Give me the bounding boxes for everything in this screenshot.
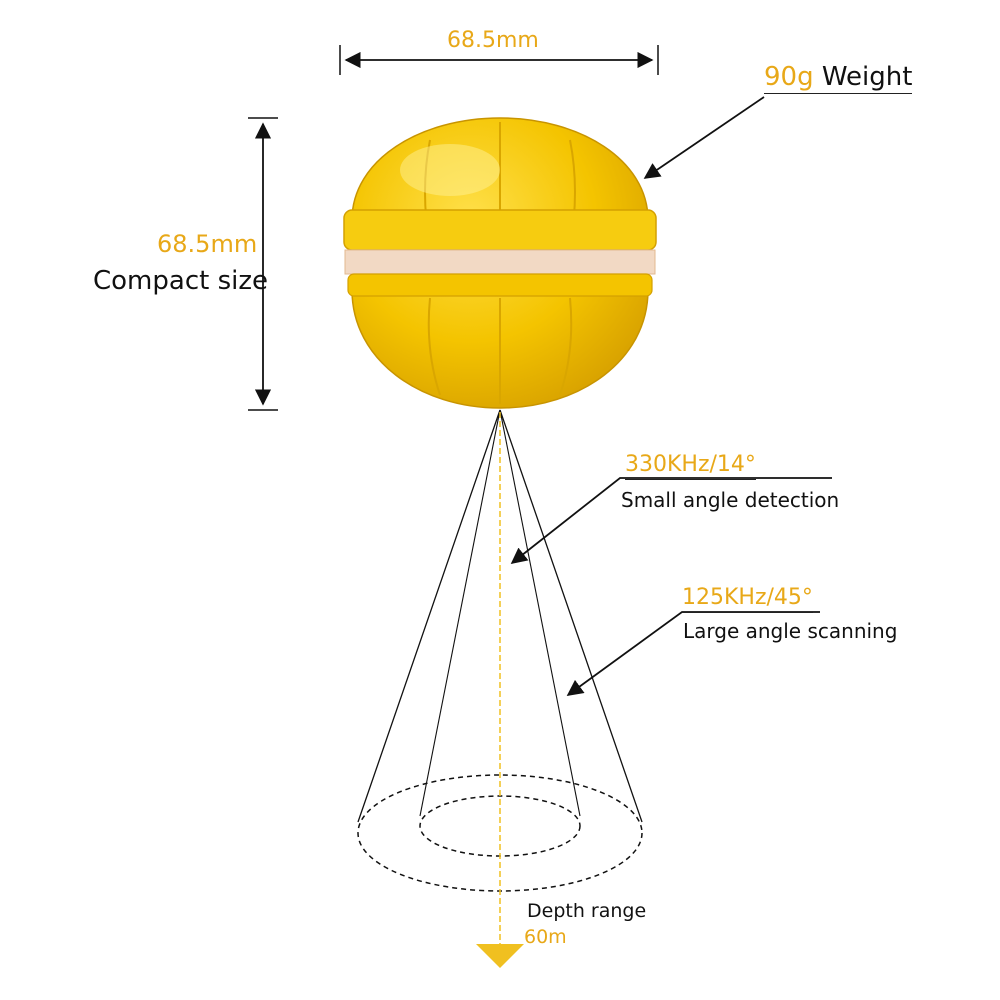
narrow-beam-leader [510,477,832,565]
width-value-label: 68.5mm [447,28,539,53]
depth-caption: Depth range [527,900,647,922]
narrow-beam-spec: 330KHz/14° [625,454,756,480]
weight-caption: Weight [821,62,913,92]
weight-label: 90g Weight [764,62,913,94]
wide-beam-spec: 125KHz/45° [682,587,813,613]
height-caption-label: Compact size [93,266,268,296]
weight-leader [643,96,765,179]
depth-axis [476,412,524,968]
weight-value: 90g [764,62,814,92]
height-value-label: 68.5mm [157,230,258,258]
depth-value: 60m [524,926,567,948]
height-dimension [248,117,278,411]
depth-arrow-icon [476,944,524,968]
wide-beam-caption: Large angle scanning [683,619,898,643]
sonar-device [343,117,657,409]
width-dimension [339,45,659,75]
narrow-beam-caption: Small angle detection [621,488,840,512]
